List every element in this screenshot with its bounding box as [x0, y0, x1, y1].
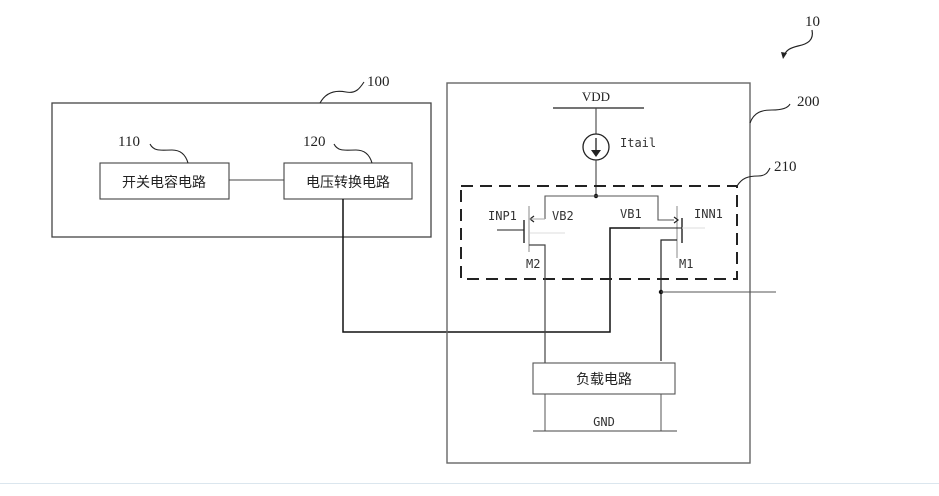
wire-vb1-bias: [342, 199, 640, 333]
block-200-ref: 200: [797, 94, 820, 110]
figure-ref-leader: [783, 29, 813, 57]
switched-cap-ref: 110: [118, 134, 140, 150]
figure-ref-label: 10: [805, 14, 820, 30]
m2-label: M2: [526, 257, 540, 271]
load-box: [532, 362, 676, 395]
block-100-ref: 100: [367, 74, 390, 90]
switched-cap-leader: [149, 143, 189, 164]
block-100-outline: [51, 102, 432, 238]
vdd-label: VDD: [582, 89, 610, 104]
m1-label: M1: [679, 257, 693, 271]
block-200-leader: [749, 103, 791, 124]
inn1-label: INN1: [694, 207, 723, 221]
inp1-label: INP1: [488, 209, 517, 223]
switched-cap-box: [99, 162, 230, 200]
wire-tail-split: [544, 195, 674, 221]
arrowhead-icon: [781, 52, 787, 59]
diff-pair-leader: [736, 167, 771, 187]
voltage-converter-label: 电压转换电路: [306, 174, 390, 191]
block-100-leader: [319, 81, 365, 104]
m1-source-arrow-icon: [673, 216, 679, 224]
diff-pair-ref: 210: [774, 159, 797, 175]
itail-label: Itail: [620, 136, 656, 150]
diff-pair-outline: [460, 185, 738, 280]
vb2-label: VB2: [552, 209, 574, 223]
voltage-converter-leader: [333, 143, 373, 164]
block-200-outline: [446, 82, 751, 464]
voltage-converter-ref: 120: [303, 134, 326, 150]
page-divider: [0, 483, 939, 484]
gnd-label: GND: [593, 415, 615, 429]
m2-drain-wire: [529, 244, 546, 363]
switched-cap-label: 开关电容电路: [122, 174, 206, 191]
current-source-arrowhead: [591, 150, 601, 157]
voltage-converter-box: [283, 162, 413, 200]
m1-drain-wire: [660, 239, 677, 361]
load-label: 负载电路: [576, 372, 632, 388]
vb1-label: VB1: [620, 207, 642, 221]
